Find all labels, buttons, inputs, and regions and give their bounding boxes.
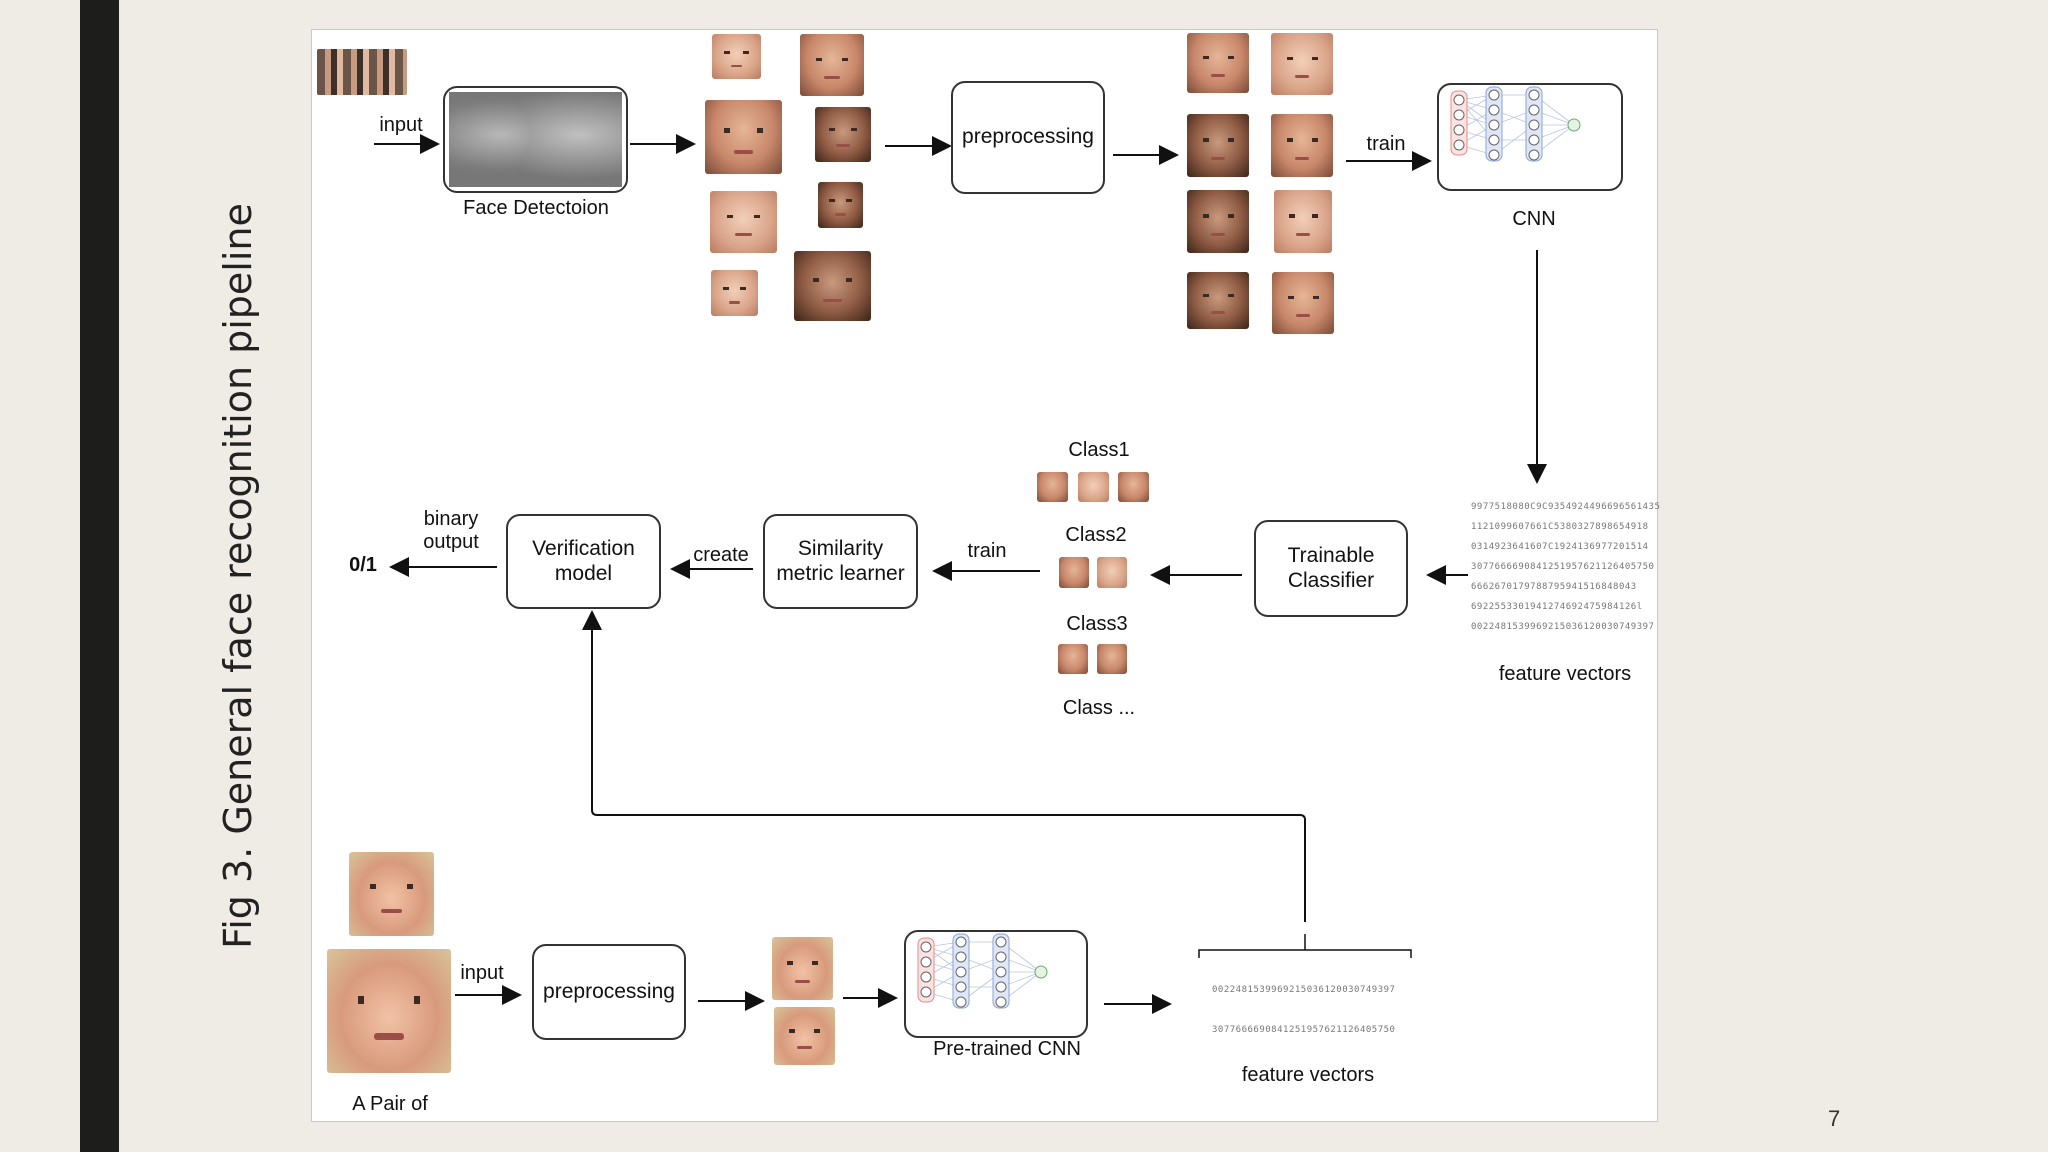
class-label-1: Class1 <box>1068 439 1130 461</box>
face-image <box>349 852 434 936</box>
face-image <box>1078 472 1109 502</box>
pretrained-cnn-label: Pre-trained CNN <box>933 1038 1081 1060</box>
slide-title: Fig 3. General face recognition pipeline <box>216 203 260 949</box>
binary-output-label: binary output <box>423 508 479 553</box>
face-image <box>1097 644 1127 674</box>
bottom-input-label: input <box>460 962 504 984</box>
preprocessing-box-top: preprocessing <box>951 81 1105 194</box>
face-image <box>1097 557 1127 588</box>
face-image <box>774 1007 835 1065</box>
face-image <box>711 270 758 316</box>
face-image <box>1271 114 1333 177</box>
face-image <box>815 107 871 162</box>
face-image <box>1187 190 1249 253</box>
page-number: 7 <box>1828 1106 1841 1131</box>
verification-model-box: Verification model <box>506 514 661 609</box>
top-train-label: train <box>1366 133 1406 155</box>
feature-vectors-label-bottom: feature vectors <box>1241 1064 1375 1086</box>
top-input-label: input <box>379 114 423 136</box>
pretrained-cnn-box <box>904 930 1088 1038</box>
face-image <box>1118 472 1149 502</box>
face-image <box>800 34 864 96</box>
face-detection-box <box>443 86 628 193</box>
face-image <box>1274 190 1332 253</box>
face-image <box>1187 33 1249 93</box>
pair-caption: A Pair of <box>352 1093 428 1115</box>
face-image <box>772 937 833 1000</box>
group-photo <box>317 49 407 95</box>
cnn-box <box>1437 83 1623 191</box>
connector-arrows <box>374 134 1547 1014</box>
face-image <box>327 949 451 1073</box>
similarity-metric-learner-box: Similarity metric learner <box>763 514 918 609</box>
feature-vectors-label-middle: feature vectors <box>1498 663 1632 685</box>
feature-vector-bracket <box>1198 949 1412 958</box>
neural-network-icon <box>1450 86 1581 162</box>
side-accent-bar <box>80 0 119 1152</box>
feature-vector-matrix: 9977518080C9C9354924496696561435 1121099… <box>1471 502 1661 632</box>
face-image <box>794 251 871 321</box>
pipeline-figure: input Face Detectoion preprocessing trai… <box>311 29 1661 1122</box>
face-image <box>1187 272 1249 329</box>
face-image <box>1271 33 1333 95</box>
class-label-3: Class3 <box>1066 613 1128 635</box>
face-image <box>1058 644 1088 674</box>
face-image <box>1059 557 1089 588</box>
preprocessing-box-bottom: preprocessing <box>532 944 686 1040</box>
bottom-feature-vectors: 0022481539969215036120030749397 30776666… <box>1212 985 1396 1035</box>
face-image <box>710 191 777 253</box>
output-result-label: 0/1 <box>349 554 377 576</box>
head-render-image <box>449 92 622 187</box>
create-label: create <box>693 544 749 566</box>
face-image <box>818 182 863 228</box>
trainable-classifier-box: Trainable Classifier <box>1254 520 1408 617</box>
face-image <box>705 100 782 174</box>
face-detection-label: Face Detectoion <box>463 197 609 219</box>
neural-network-icon <box>917 933 1048 1009</box>
class-label-2: Class2 <box>1065 524 1127 546</box>
cnn-label: CNN <box>1512 208 1556 230</box>
face-image <box>712 34 761 79</box>
face-image <box>1037 472 1068 502</box>
class-label-more: Class ... <box>1062 697 1136 719</box>
face-image <box>1272 272 1334 334</box>
middle-train-label: train <box>967 540 1007 562</box>
arrow-bottom-features-to-verification <box>582 610 1306 922</box>
face-image <box>1187 114 1249 177</box>
